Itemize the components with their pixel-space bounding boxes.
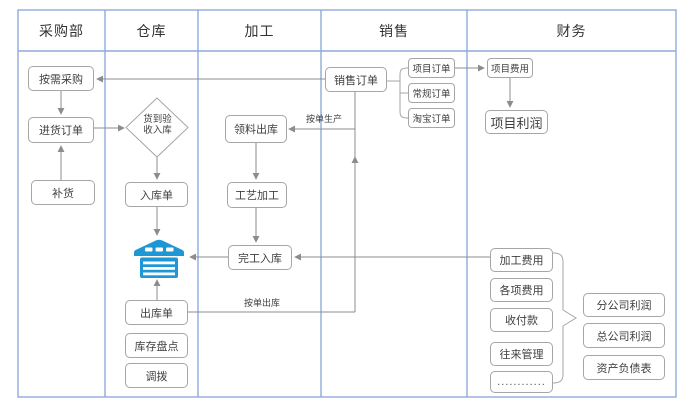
node-arrival-check-label: 货到验 收入库	[127, 114, 188, 136]
node-payments: 收付款	[490, 308, 553, 332]
node-material-outbound: 领料出库	[225, 115, 287, 143]
node-outbound-receipt: 出库单	[125, 300, 188, 325]
node-balance-sheet: 资产负债表	[583, 355, 665, 380]
node-ellipsis: ............	[490, 371, 553, 393]
arrival-check-diamond	[125, 97, 189, 158]
edge-label-produce-to-order: 按单生产	[305, 114, 342, 124]
lane-header-processing: 加工	[244, 23, 275, 39]
lane-header-purchasing: 采购部	[39, 23, 84, 39]
lane-header-sales: 销售	[379, 23, 409, 39]
node-demand-purchase: 按需采购	[28, 66, 94, 91]
node-branch-profit: 分公司利润	[583, 293, 665, 317]
lane-header-finance: 财务	[556, 23, 587, 39]
node-project-profit: 项目利润	[485, 110, 548, 134]
node-transfer: 调拨	[125, 363, 188, 388]
node-regular-order: 常规订单	[408, 83, 455, 103]
node-processing-fee: 加工费用	[490, 248, 553, 272]
swimlane-frame	[17, 9, 677, 398]
node-misc-fees: 各项费用	[490, 278, 553, 302]
node-sales-order: 销售订单	[325, 67, 387, 92]
node-inbound-receipt: 入库单	[125, 182, 188, 207]
lane-header-warehouse: 仓库	[136, 23, 167, 39]
arrival-check-line1: 货到验	[143, 114, 172, 125]
node-hq-profit: 总公司利润	[583, 323, 665, 348]
node-replenish: 补货	[31, 180, 95, 205]
node-taobao-order: 淘宝订单	[408, 108, 455, 128]
node-process-machining: 工艺加工	[227, 182, 287, 208]
node-stocktake: 库存盘点	[125, 333, 188, 358]
flow-arrows	[57, 64, 514, 313]
node-project-order: 项目订单	[408, 58, 455, 78]
node-finished-inbound: 完工入库	[228, 245, 292, 270]
finance-summary-bracket	[552, 252, 577, 384]
node-purchase-order: 进货订单	[28, 117, 94, 143]
arrival-check-line2: 收入库	[143, 125, 172, 137]
sales-order-bracket	[387, 67, 409, 119]
node-contact-mgmt: 往来管理	[490, 342, 553, 366]
node-project-fee: 项目费用	[487, 58, 533, 78]
warehouse-icon	[134, 239, 184, 278]
edge-label-ship-to-order: 按单出库	[243, 298, 280, 308]
